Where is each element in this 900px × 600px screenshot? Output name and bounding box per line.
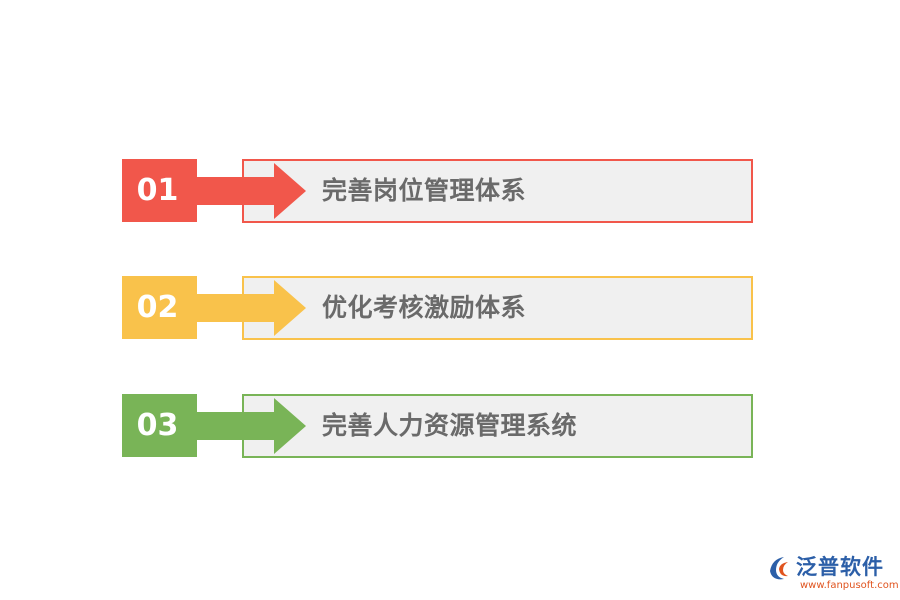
step-3-arrow-shape (196, 398, 306, 454)
step-2-label: 优化考核激励体系 (322, 293, 527, 322)
brand-logo: 泛普软件 www.fanpusoft.com (766, 553, 899, 593)
step-2-number-box: 02 (122, 276, 197, 339)
step-1-number-box: 01 (122, 159, 197, 222)
step-1-arrow-icon (196, 163, 306, 219)
step-3-arrow-icon (196, 398, 306, 454)
step-3-number: 03 (136, 408, 179, 443)
step-row-3: 03 完善人力资源管理系统 (0, 394, 900, 458)
logo-name: 泛普软件 (796, 555, 884, 579)
step-2-number: 02 (136, 290, 179, 325)
step-3-label: 完善人力资源管理系统 (322, 411, 578, 440)
logo-swoosh-inner (779, 562, 788, 577)
fanpu-logo-icon (770, 557, 788, 580)
step-3-number-box: 03 (122, 394, 197, 457)
step-2-text-box (242, 276, 753, 340)
step-row-2: 02 优化考核激励体系 (0, 276, 900, 340)
step-1-label: 完善岗位管理体系 (322, 176, 527, 205)
step-1-text-box (242, 159, 753, 223)
step-3-text-box (242, 394, 753, 458)
step-2-arrow-shape (196, 280, 306, 336)
step-row-1: 01 完善岗位管理体系 (0, 159, 900, 223)
logo-url: www.fanpusoft.com (800, 580, 899, 591)
step-1-number: 01 (136, 173, 179, 208)
step-1-arrow-shape (196, 163, 306, 219)
step-2-arrow-icon (196, 280, 306, 336)
logo-swoosh-outer (770, 557, 784, 580)
